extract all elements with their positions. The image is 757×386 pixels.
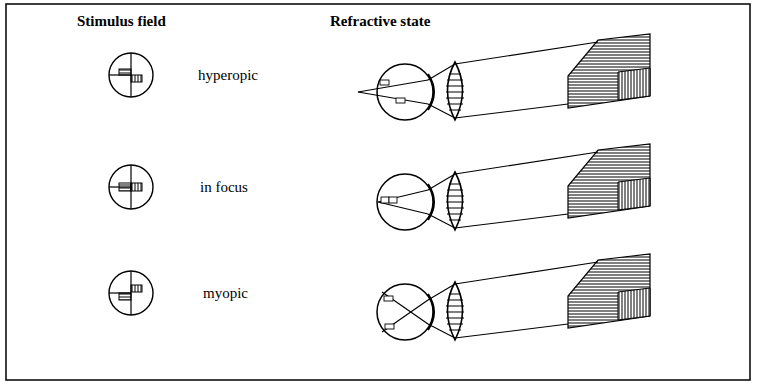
state-label: myopic: [203, 286, 248, 301]
state-label: hyperopic: [198, 68, 258, 83]
column-heading: Stimulus field: [77, 14, 166, 29]
state-label: in focus: [200, 180, 248, 195]
column-heading: Refractive state: [330, 14, 430, 29]
